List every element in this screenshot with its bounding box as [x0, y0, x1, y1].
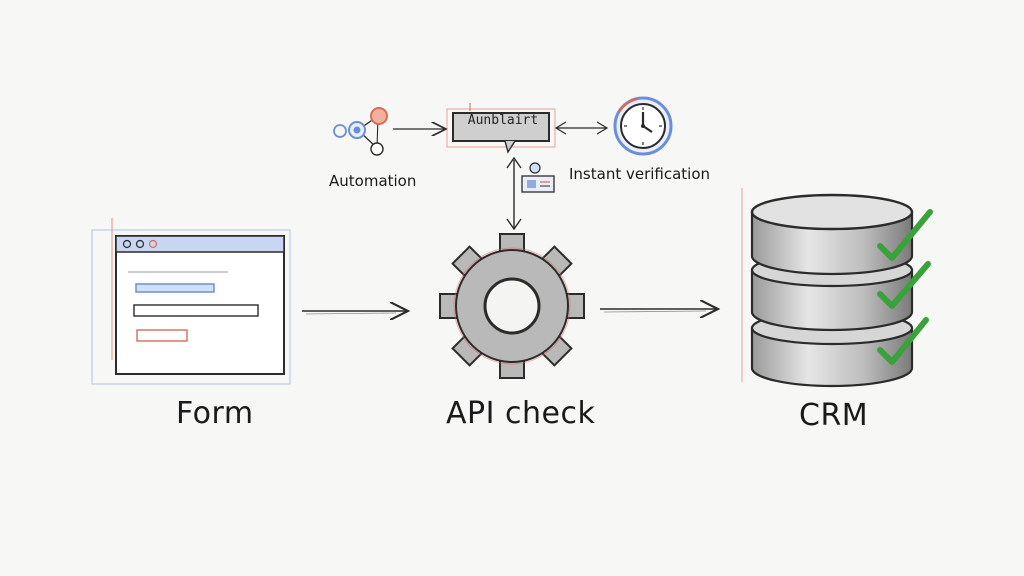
- check-icon: [877, 209, 933, 261]
- instant-verification-label: Instant verification: [569, 165, 711, 183]
- window-dot-icon: [135, 239, 145, 249]
- form-field-2: [133, 304, 259, 317]
- window-dot-icon: [148, 239, 158, 249]
- database-icon: [741, 188, 914, 388]
- verification-device-icon: [521, 162, 555, 193]
- check-icon: [877, 261, 931, 309]
- arrow-api-to-bubble: [506, 156, 522, 231]
- arrow-bubble-to-clock: [554, 121, 609, 135]
- form-field-1: [135, 283, 215, 293]
- bubble-text: Aunblairt: [467, 113, 539, 128]
- crm-label: CRM: [799, 398, 869, 433]
- automation-label: Automation: [329, 172, 417, 190]
- form-label: Form: [176, 396, 254, 431]
- gear-icon: [439, 233, 585, 379]
- speech-bubble: [446, 103, 556, 154]
- api-check-label: API check: [446, 396, 596, 431]
- form-window: [91, 218, 291, 385]
- clock-icon: [613, 96, 673, 156]
- window-dot-icon: [122, 239, 132, 249]
- check-icon: [877, 317, 929, 365]
- automation-network-icon: [333, 107, 388, 156]
- form-button: [136, 329, 188, 342]
